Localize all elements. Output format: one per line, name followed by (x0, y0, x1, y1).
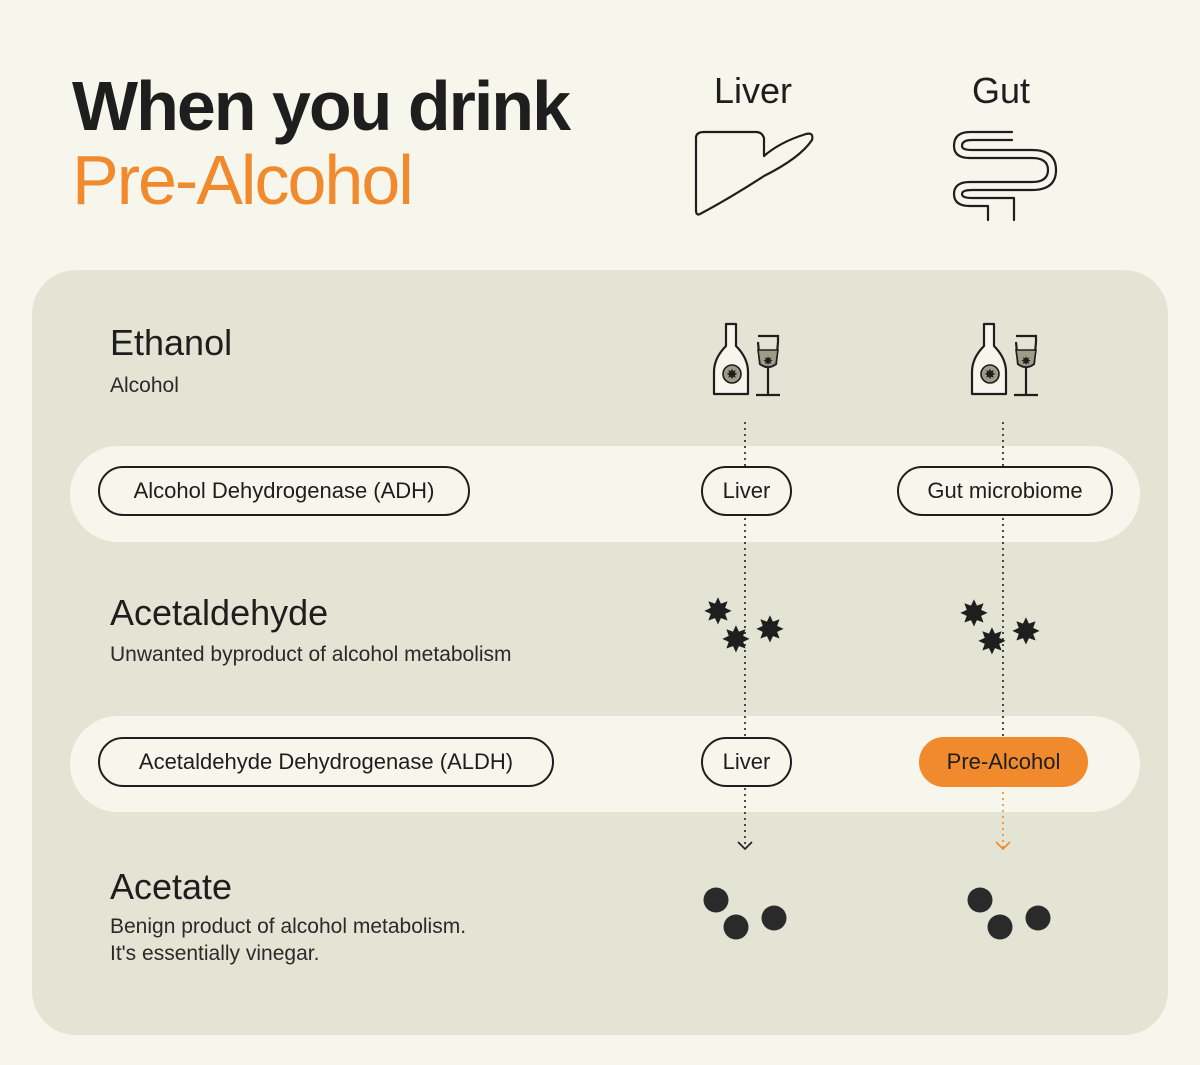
adh-gut-pill: Gut microbiome (897, 466, 1113, 516)
column-header-gut: Gut (971, 70, 1031, 111)
adh-liver-pill: Liver (701, 466, 792, 516)
svg-text:✸: ✸ (1011, 612, 1041, 653)
svg-text:✸: ✸ (703, 592, 733, 633)
svg-text:✸: ✸ (763, 354, 773, 368)
acetate-subtitle-line2: It's essentially vinegar. (110, 942, 320, 965)
svg-text:✸: ✸ (959, 594, 989, 635)
svg-text:✸: ✸ (977, 622, 1007, 663)
svg-text:✸: ✸ (726, 367, 738, 383)
title-line1: When you drink (72, 67, 571, 145)
liver-icon (694, 130, 814, 216)
aldh-liver-pill: Liver (701, 737, 792, 787)
ethanol-subtitle: Alcohol (110, 374, 179, 397)
title-line2: Pre-Alcohol (72, 141, 414, 219)
gut-bottle-and-glass-icon: ✸ ✸ (970, 322, 1038, 397)
acetaldehyde-subtitle: Unwanted byproduct of alcohol metabolism (110, 643, 512, 666)
column-header-liver: Liver (713, 70, 793, 111)
aldh-gut-pill-pre-alcohol: Pre-Alcohol (919, 737, 1088, 787)
svg-text:✸: ✸ (755, 610, 785, 651)
svg-text:✸: ✸ (984, 367, 996, 383)
svg-text:✸: ✸ (1021, 354, 1031, 368)
acetaldehyde-title: Acetaldehyde (110, 592, 329, 633)
aldh-label-pill: Acetaldehyde Dehydrogenase (ALDH) (98, 737, 554, 787)
gut-icon (952, 130, 1058, 222)
gut-starburst-molecule-icon: ✸ ✸ ✸ (959, 594, 1041, 663)
liver-bottle-and-glass-icon: ✸ ✸ (712, 322, 780, 397)
adh-label-pill: Alcohol Dehydrogenase (ADH) (98, 466, 470, 516)
gut-dot-molecule-icon (967, 887, 1051, 940)
ethanol-title: Ethanol (110, 322, 233, 363)
liver-starburst-molecule-icon: ✸ ✸ ✸ (703, 592, 785, 661)
liver-dot-molecule-icon (703, 887, 787, 940)
svg-text:✸: ✸ (721, 620, 751, 661)
acetate-title: Acetate (110, 866, 233, 907)
acetate-subtitle-line1: Benign product of alcohol metabolism. (110, 915, 467, 938)
